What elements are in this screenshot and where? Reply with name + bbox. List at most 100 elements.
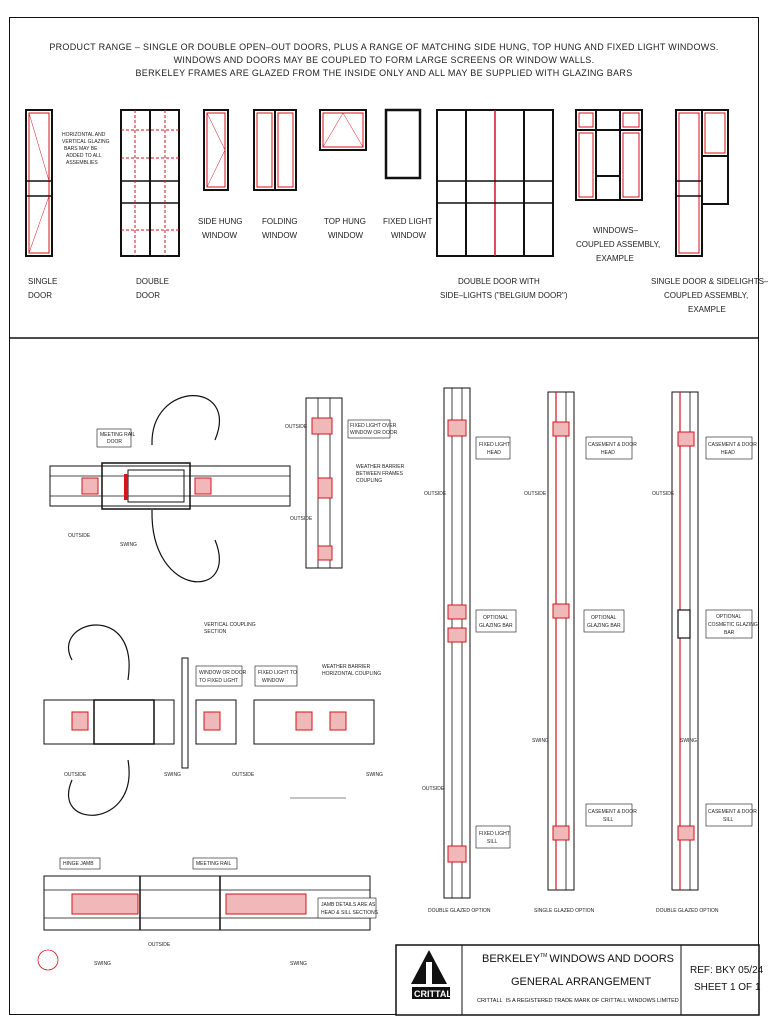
label-casement-head-3: CASEMENT & DOOR — [708, 442, 757, 448]
label-side-hung-2: WINDOW — [202, 231, 238, 240]
label-optional-bar-4: GLAZING BAR — [587, 623, 621, 629]
ref-number: REF: BKY 05/24 — [690, 965, 764, 976]
glazing-note-3: BARS MAY BE — [64, 146, 98, 152]
fixed-light-window-elevation — [384, 108, 422, 180]
label-folding-1: FOLDING — [262, 217, 298, 226]
label-optional-cosmetic-3: BAR — [724, 630, 735, 636]
glazing-note-5: ASSEMBLIES — [66, 160, 98, 166]
label-single-door-1: SINGLE — [28, 277, 57, 286]
label-optional-cosmetic-1: OPTIONAL — [716, 614, 742, 620]
meeting-rail-door-detail — [49, 395, 291, 583]
label-swing-1: SWING — [120, 542, 137, 548]
single-door-sidelights-elevation — [675, 109, 729, 257]
title-windows-doors: WINDOWS AND DOORS — [549, 953, 674, 965]
glazing-note-2: VERTICAL GLAZING — [62, 139, 110, 145]
label-horiz-coupling-2: HORIZONTAL COUPLING — [322, 671, 381, 677]
label-fixed-sill-2: SILL — [487, 839, 498, 845]
label-swing-2: SWING — [164, 772, 181, 778]
vertical-section-column-2 — [547, 391, 575, 891]
brand-name: CRITTALL — [414, 989, 458, 999]
label-fixed-light-1: FIXED LIGHT — [383, 217, 432, 226]
label-outside-1: OUTSIDE — [68, 533, 91, 539]
belgium-door-elevation — [436, 109, 554, 257]
label-swing-4: SWING — [94, 961, 111, 967]
label-horiz-coupling-1: WEATHER BARRIER — [322, 664, 371, 670]
label-window-door-fixed-1: WINDOW OR DOOR — [199, 670, 247, 676]
label-outside-2: OUTSIDE — [285, 424, 308, 430]
label-outside-5: OUTSIDE — [232, 772, 255, 778]
label-hinge-jamb: HINGE JAMB — [63, 861, 94, 867]
label-casement-sill-1: CASEMENT & DOOR — [588, 809, 637, 815]
label-jamb-note-2: HEAD & SILL SECTIONS — [321, 910, 379, 916]
label-side-hung-1: SIDE HUNG — [198, 217, 242, 226]
label-outside-7: OUTSIDE — [424, 491, 447, 497]
vertical-section-column-3 — [671, 391, 699, 891]
header-line-2: WINDOWS AND DOORS MAY BE COUPLED TO FORM… — [173, 55, 595, 65]
label-fixed-sill-1: FIXED LIGHT — [479, 831, 510, 837]
label-casement-head-1: CASEMENT & DOOR — [588, 442, 637, 448]
title-berkeley: BERKELEY — [482, 953, 541, 965]
label-vertical-coupling-2: SECTION — [204, 629, 227, 635]
label-fixed-head-2: HEAD — [487, 450, 501, 456]
fixed-over-window-detail — [305, 397, 343, 569]
label-outside-3: OUTSIDE — [290, 516, 313, 522]
label-weather-coupling-1: WEATHER BARRIER — [356, 464, 405, 470]
drawing-sheet: PRODUCT RANGE – SINGLE OR DOUBLE OPEN–OU… — [9, 17, 759, 1015]
label-fixed-to-fixed-2: WINDOW — [262, 678, 284, 684]
label-weather-coupling-3: COUPLING — [356, 478, 382, 484]
trademark-text: IS A REGISTERED TRADE MARK OF CRITTALL W… — [506, 998, 679, 1004]
double-door-elevation — [120, 109, 180, 257]
glazing-note-4: ADDED TO ALL — [66, 153, 102, 159]
label-swing-3: SWING — [366, 772, 383, 778]
label-jamb-note-1: JAMB DETAILS ARE AS — [321, 902, 376, 908]
label-top-hung-1: TOP HUNG — [324, 217, 366, 226]
label-swing-7: SWING — [680, 738, 697, 744]
label-window-door-fixed-2: TO FIXED LIGHT — [199, 678, 238, 684]
sheet-number: SHEET 1 OF 1 — [694, 982, 761, 993]
label-casement-head-4: HEAD — [721, 450, 735, 456]
label-optional-bar-1: OPTIONAL — [483, 615, 509, 621]
detail-labels: MEETING RAIL DOOR OUTSIDE SWING OUTSIDE … — [59, 419, 758, 967]
label-fixed-to-fixed-1: FIXED LIGHT TO — [258, 670, 297, 676]
trademark-brand: CRITTALL — [477, 998, 503, 1004]
label-sidelights-3: EXAMPLE — [688, 305, 726, 314]
label-casement-sill-2: SILL — [603, 817, 614, 823]
top-hung-window-elevation — [319, 109, 367, 151]
crittall-logo: CRITTALL — [411, 950, 458, 999]
label-fixed-over-1: FIXED LIGHT OVER — [350, 423, 397, 429]
label-casement-head-2: HEAD — [601, 450, 615, 456]
header-line-3: BERKELEY FRAMES ARE GLAZED FROM THE INSI… — [135, 68, 633, 78]
label-windows-coupled-2: COUPLED ASSEMBLY, — [576, 240, 660, 249]
door-to-fixed-detail — [43, 624, 375, 816]
label-swing-5: SWING — [290, 961, 307, 967]
single-door-elevation — [25, 109, 53, 257]
title-tm: TM — [540, 953, 547, 959]
label-fixed-light-2: WINDOW — [391, 231, 427, 240]
label-double-door-2: DOOR — [136, 291, 160, 300]
label-meeting-rail-door-1: MEETING RAIL — [100, 432, 136, 438]
label-fixed-over-2: WINDOW OR DOOR — [350, 430, 398, 436]
label-single-glazed: SINGLE GLAZED OPTION — [534, 908, 595, 914]
label-weather-coupling-2: BETWEEN FRAMES — [356, 471, 404, 477]
label-belgium-2: SIDE–LIGHTS ("BELGIUM DOOR") — [440, 291, 568, 300]
label-meeting-rail: MEETING RAIL — [196, 861, 232, 867]
label-meeting-rail-door-2: DOOR — [107, 439, 122, 445]
label-outside-8: OUTSIDE — [524, 491, 547, 497]
product-labels: SINGLE DOOR DOUBLE DOOR HORIZONTAL AND V… — [28, 132, 768, 314]
label-sidelights-1: SINGLE DOOR & SIDELIGHTS– — [651, 277, 768, 286]
label-double-door-1: DOUBLE — [136, 277, 169, 286]
label-outside-9: OUTSIDE — [652, 491, 675, 497]
label-outside-10: OUTSIDE — [422, 786, 445, 792]
side-hung-window-elevation — [203, 109, 229, 191]
label-double-glazed-2: DOUBLE GLAZED OPTION — [656, 908, 719, 914]
label-single-door-2: DOOR — [28, 291, 52, 300]
folding-window-elevation — [253, 109, 297, 191]
label-windows-coupled-3: EXAMPLE — [596, 254, 634, 263]
label-top-hung-2: WINDOW — [328, 231, 364, 240]
label-optional-bar-2: GLAZING BAR — [479, 623, 513, 629]
label-vertical-coupling-1: VERTICAL COUPLING — [204, 622, 256, 628]
